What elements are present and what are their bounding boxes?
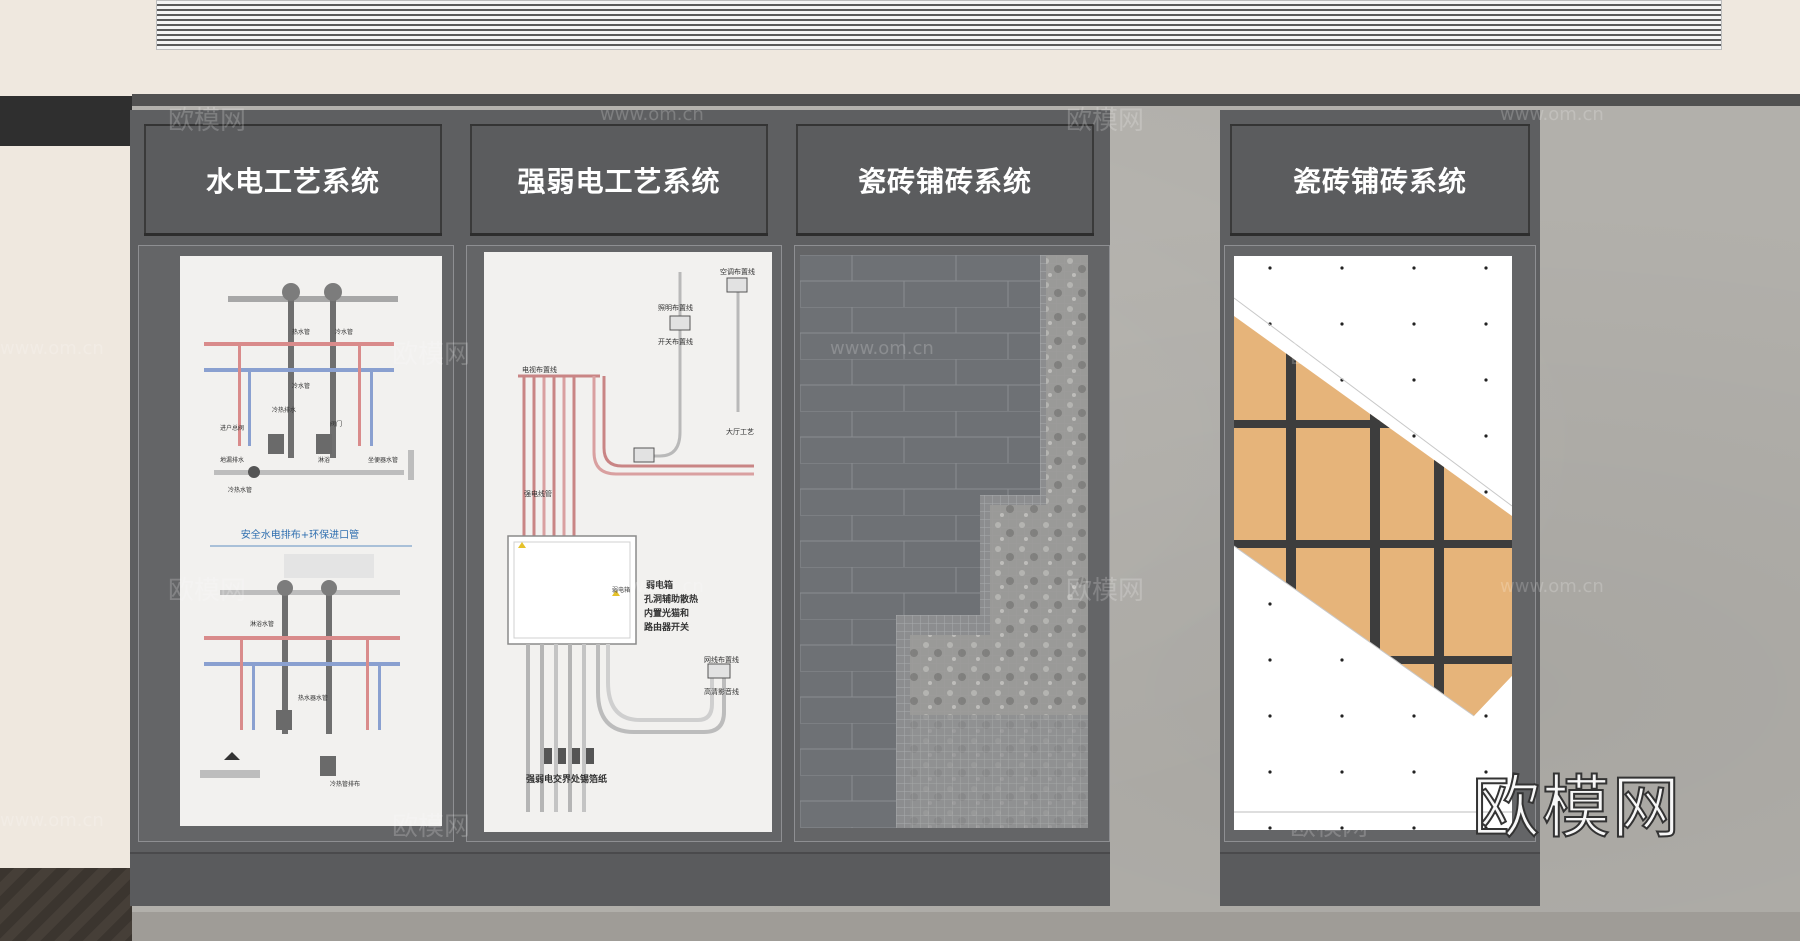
label-av-line: 高清影音线 [704, 687, 739, 696]
poster-water-heading: 安全水电排布+环保进口管 [241, 528, 359, 541]
watermark-url: www.om.cn [830, 338, 934, 359]
label-network-line: 网线布置线 [704, 655, 739, 664]
watermark-url: www.om.cn [600, 576, 704, 597]
display-cabinet-right: 瓷砖铺砖系统 [1220, 110, 1540, 906]
label-shower: 淋浴 [318, 456, 330, 464]
watermark-brand: 欧模网 [392, 812, 471, 842]
watermark-url: www.om.cn [0, 338, 104, 359]
label-foil: 强弱电交界处锡箔纸 [526, 773, 607, 785]
label-modem: 内置光猫和 [644, 607, 689, 619]
watermark-brand: 欧模网 [392, 340, 471, 370]
label-cold-water: 冷水管 [335, 328, 353, 336]
watermark-brand: 欧模网 [1066, 106, 1145, 136]
label-toilet-pipe: 坐便器水管 [368, 456, 398, 464]
label-light-line: 照明布置线 [658, 303, 693, 312]
plumbing-diagram: 热水管 冷水管 冷水管 冷热排水 进户总阀 地漏排水 淋浴 阀门 坐便器水管 冷… [200, 283, 414, 788]
label-valve: 阀门 [330, 420, 342, 428]
watermark-url: www.om.cn [1500, 576, 1604, 597]
watermark-url: www.om.cn [0, 810, 104, 831]
tile-sample-panel [800, 255, 1088, 828]
label-box-small: 弱电箱 [612, 586, 630, 594]
display-cabinet-left: 水电工艺系统 强弱电工艺系统 瓷砖铺砖系统 [130, 110, 1110, 906]
label-drain: 冷热排水 [272, 406, 296, 414]
watermark-url: www.om.cn [1500, 104, 1604, 125]
cabinet-plinth-right [1220, 852, 1540, 906]
label-heat-holes: 孔洞辅助散热 [644, 593, 698, 605]
label-weak-box: 弱电箱 [646, 579, 673, 591]
panel-title-tile-2: 瓷砖铺砖系统 [1292, 164, 1467, 198]
panel-title-water: 水电工艺系统 [205, 164, 380, 198]
label-heater-pipe: 热水器水管 [298, 694, 328, 702]
watermark-brand: 欧模网 [1066, 576, 1145, 606]
panel-header-water: 水电工艺系统 [144, 124, 442, 236]
label-strong-conduit: 强电线管 [524, 489, 552, 498]
tile-grid-panel [1234, 256, 1512, 830]
poster-water-plumbing: 热水管 冷水管 冷水管 冷热排水 进户总阀 地漏排水 淋浴 阀门 坐便器水管 冷… [180, 256, 442, 826]
ceiling-air-vent [156, 0, 1722, 50]
label-main-valve: 进户总阀 [220, 424, 244, 432]
label-switch-line: 开关布置线 [658, 337, 693, 346]
tile-grid-illustration [1234, 256, 1512, 830]
label-hall: 大厅工艺 [726, 427, 754, 436]
watermark-logo: 欧模网 [1471, 768, 1683, 849]
cabinet-plinth-left [130, 852, 1110, 906]
watermark-url: www.om.cn [600, 104, 704, 125]
watermark-brand: 欧模网 [1290, 812, 1369, 842]
poster-electrical: 空调布置线 照明布置线 开关布置线 电视布置线 大厅工艺 强电线管 弱电箱 弱电… [484, 252, 772, 832]
wood-floor [0, 868, 132, 941]
label-cold-water-2: 冷水管 [292, 382, 310, 390]
panel-header-tile-2: 瓷砖铺砖系统 [1230, 124, 1530, 236]
floor-skirting [132, 912, 1800, 941]
panel-title-electric: 强弱电工艺系统 [517, 164, 721, 198]
panel-header-electric: 强弱电工艺系统 [470, 124, 768, 236]
watermark-brand: 欧模网 [168, 576, 247, 606]
watermark-brand: 欧模网 [1290, 340, 1369, 370]
wall-top-band [132, 94, 1800, 106]
label-tv-line: 电视布置线 [522, 365, 557, 374]
panel-header-tile: 瓷砖铺砖系统 [796, 124, 1094, 236]
label-hot-cold-pipe: 冷热水管 [228, 486, 252, 494]
electrical-diagram: 空调布置线 照明布置线 开关布置线 电视布置线 大厅工艺 强电线管 弱电箱 弱电… [507, 267, 755, 812]
wall-top-band-left [0, 96, 132, 146]
label-pipe-layout: 冷热管排布 [330, 780, 360, 788]
tile-layers-illustration [800, 255, 1088, 828]
label-router: 路由器开关 [644, 621, 689, 633]
label-floor-drain: 地漏排水 [220, 456, 244, 464]
label-shower-pipe: 淋浴水管 [250, 620, 274, 628]
panel-title-tile: 瓷砖铺砖系统 [857, 164, 1032, 198]
watermark-brand: 欧模网 [168, 106, 247, 136]
label-ac-line: 空调布置线 [720, 267, 755, 276]
label-hot-water: 热水管 [292, 328, 310, 336]
